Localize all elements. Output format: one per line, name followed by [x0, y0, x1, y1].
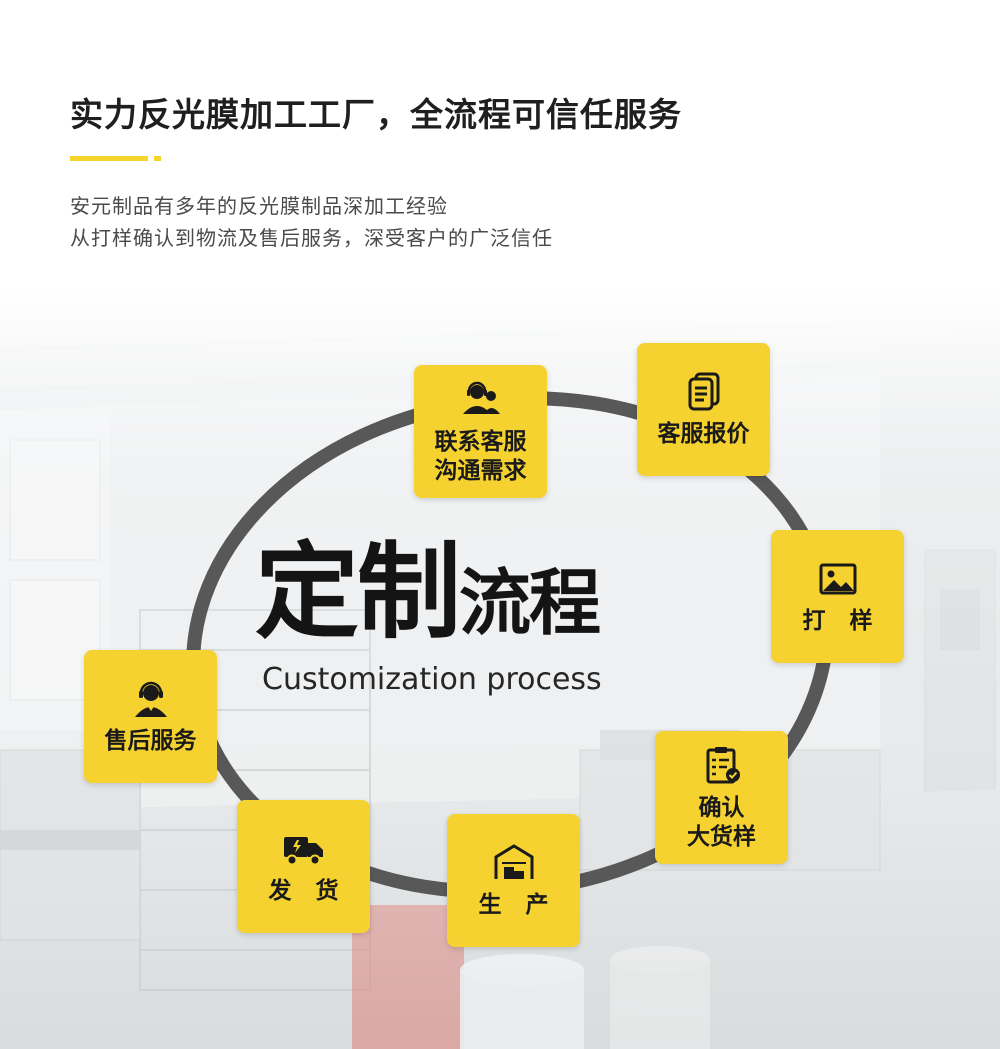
step-label: 生 产	[478, 892, 557, 919]
step-card-produce: 生 产	[447, 814, 580, 947]
step-label: 售后服务	[104, 728, 197, 755]
image-icon	[816, 557, 860, 601]
description-line-2: 从打样确认到物流及售后服务，深受客户的广泛信任	[70, 226, 553, 250]
center-subtitle: Customization process	[262, 662, 602, 697]
center-title-main: 定制	[255, 531, 461, 653]
step-card-after-sales: 售后服务	[84, 650, 217, 783]
step-label: 确认 大货样	[687, 794, 756, 852]
description-line-1: 安元制品有多年的反光膜制品深加工经验	[70, 194, 448, 218]
center-title-secondary: 流程	[459, 561, 601, 645]
delivery-truck-icon	[282, 827, 326, 871]
header: 实力反光膜加工工厂，全流程可信任服务 安元制品有多年的反光膜制品深加工经验 从打…	[0, 0, 1000, 290]
customer-service-team-icon	[459, 378, 503, 422]
step-label: 联系客服 沟通需求	[435, 428, 527, 486]
step-card-confirm: 确认 大货样	[655, 731, 788, 864]
documents-icon	[682, 370, 726, 414]
center-title: 定制流程	[255, 540, 601, 645]
step-card-quote: 客服报价	[637, 343, 770, 476]
step-label-line-1: 确认	[698, 794, 745, 821]
step-card-contact: 联系客服 沟通需求	[414, 365, 547, 498]
headset-agent-icon	[129, 677, 173, 721]
title-underline	[70, 156, 148, 161]
step-card-ship: 发 货	[237, 800, 370, 933]
title-underline-dot	[154, 156, 161, 161]
step-card-sample: 打 样	[771, 530, 904, 663]
warehouse-icon	[492, 841, 536, 885]
step-label-line-1: 联系客服	[434, 428, 527, 455]
step-label: 打 样	[802, 608, 881, 635]
step-label: 发 货	[268, 878, 347, 905]
page-title: 实力反光膜加工工厂，全流程可信任服务	[70, 95, 682, 134]
step-label-line-2: 沟通需求	[434, 457, 527, 484]
step-label-line-2: 大货样	[687, 823, 756, 850]
checklist-icon	[700, 744, 744, 788]
step-label: 客服报价	[657, 421, 750, 448]
